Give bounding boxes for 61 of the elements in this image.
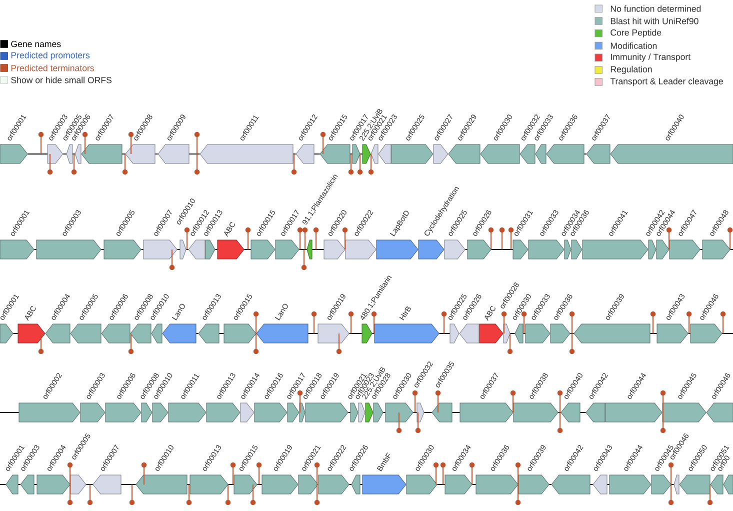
legend-label: Regulation [610,66,652,74]
backbone-line [606,484,610,485]
backbone-line [244,249,252,250]
backbone-line [86,484,94,485]
backbone-line [670,484,674,485]
legend-label: Transport & Leader cleavage [610,78,723,86]
backbone-line [176,249,180,250]
legend-label: Core Peptide [610,29,662,38]
backbone-line [120,484,136,485]
backbone-line [360,484,363,485]
legend-label: Predicted terminators [11,64,94,72]
backbone-line [570,333,574,334]
backbone-line [722,333,733,334]
backbone-line [0,412,20,413]
legend-label: Show or hide small ORFS [11,76,112,84]
backbone-line [436,484,446,485]
backbone-line [186,249,189,250]
backbone-line [580,412,586,413]
backbone-line [424,412,432,413]
legend-label: Modification [610,42,657,49]
backbone-line [558,412,562,413]
backbone-line [372,333,375,334]
backbone-line [186,484,190,485]
backbone-line [490,249,514,250]
backbone-line [412,412,418,413]
legend-label: Gene names [11,40,61,48]
backbone-line [348,412,351,413]
legend-label: Blast hit with UniRef90 [610,18,698,24]
backbone-line [348,484,352,485]
backbone-line [228,484,234,485]
backbone-line [218,333,224,334]
backbone-line [214,249,218,250]
backbone-line [522,333,526,334]
backbone-line [452,412,460,413]
backbone-line [700,249,703,250]
backbone-line [12,333,18,334]
backbone-line [548,484,552,485]
backbone-line [348,333,362,334]
legend-label: No function determined [610,5,701,12]
backbone-line [100,249,104,250]
legend-label: Predicted promoters [11,52,90,60]
backbone-line [510,333,516,334]
backbone-line [730,249,733,250]
backbone-line [688,333,691,334]
backbone-line [0,484,6,485]
backbone-line [590,484,594,485]
backbone-line [382,412,386,413]
backbone-line [196,333,199,334]
backbone-line [472,484,476,485]
legend-label: Immunity / Transport [611,54,690,62]
backbone-line [140,249,144,250]
backbone-line [18,484,21,485]
backbone-line [34,484,38,485]
backbone-line [308,333,318,334]
backbone-line [464,249,468,250]
backbone-line [312,249,324,250]
backbone-line [438,333,450,334]
backbone-line [650,333,658,334]
backbone-line [34,249,37,250]
backbone-line [256,484,262,485]
backbone-line [298,249,308,250]
